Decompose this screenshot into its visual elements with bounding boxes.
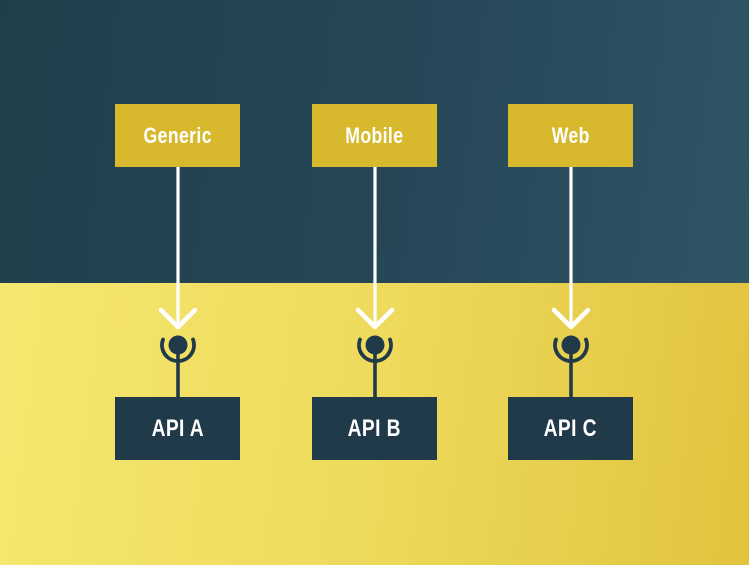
source-box-mobile: Mobile xyxy=(312,104,437,167)
socket-icon xyxy=(160,335,196,399)
arrow-down-icon xyxy=(551,167,591,330)
source-box-generic: Generic xyxy=(115,104,240,167)
source-label-mobile: Mobile xyxy=(345,122,404,148)
source-box-web: Web xyxy=(508,104,633,167)
connector-web-to-api-c xyxy=(551,167,591,399)
target-label-api-c: API C xyxy=(543,414,598,442)
arrow-down-icon xyxy=(355,167,395,330)
target-label-api-b: API B xyxy=(347,414,402,442)
target-box-api-b: API B xyxy=(312,397,437,460)
arrow-down-icon xyxy=(158,167,198,330)
connector-generic-to-api-a xyxy=(158,167,198,399)
source-label-generic: Generic xyxy=(143,122,212,148)
socket-icon xyxy=(553,335,589,399)
target-label-api-a: API A xyxy=(151,414,204,442)
connector-mobile-to-api-b xyxy=(355,167,395,399)
target-box-api-c: API C xyxy=(508,397,633,460)
socket-icon xyxy=(357,335,393,399)
target-box-api-a: API A xyxy=(115,397,240,460)
source-label-web: Web xyxy=(551,122,590,148)
